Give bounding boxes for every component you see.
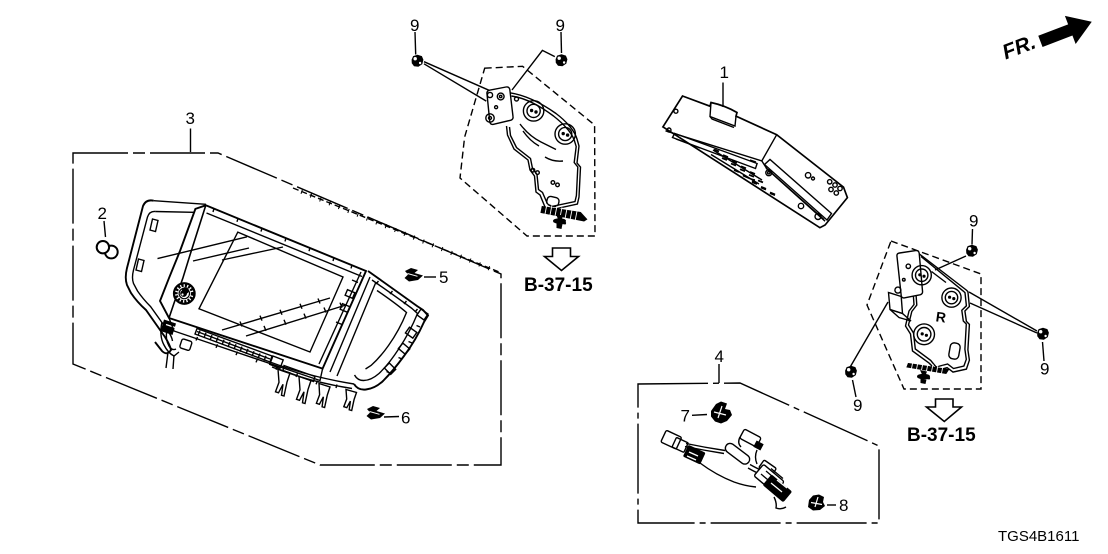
svg-text:5: 5	[439, 268, 448, 287]
svg-text:9: 9	[1040, 360, 1049, 379]
svg-text:R: R	[935, 308, 947, 325]
svg-text:9: 9	[410, 16, 419, 35]
svg-text:1: 1	[720, 63, 729, 82]
svg-text:B-37-15: B-37-15	[524, 275, 593, 296]
svg-text:9: 9	[969, 212, 978, 231]
svg-text:6: 6	[401, 409, 410, 428]
svg-text:B-37-15: B-37-15	[907, 425, 976, 446]
svg-text:TGS4B1611: TGS4B1611	[998, 528, 1079, 545]
svg-text:FR.: FR.	[999, 31, 1039, 65]
svg-text:9: 9	[556, 16, 565, 35]
svg-text:3: 3	[186, 109, 195, 128]
svg-text:9: 9	[853, 396, 862, 415]
svg-text:7: 7	[681, 407, 690, 426]
svg-text:8: 8	[839, 496, 848, 515]
svg-text:4: 4	[715, 347, 724, 366]
svg-text:2: 2	[98, 204, 107, 223]
